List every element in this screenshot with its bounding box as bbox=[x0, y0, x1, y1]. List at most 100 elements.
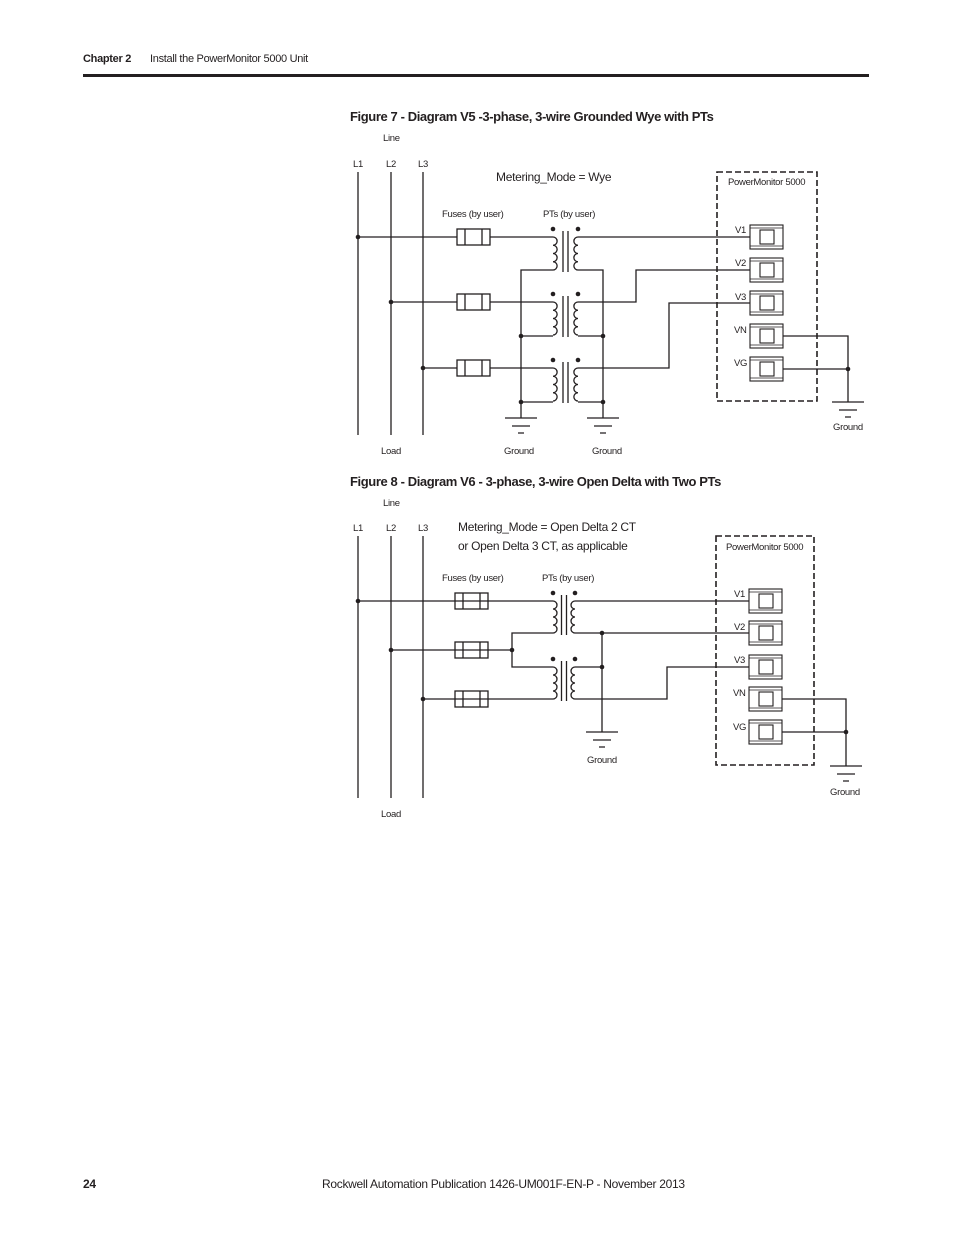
terminal-edge bbox=[749, 591, 782, 611]
ground-label: Ground bbox=[504, 446, 534, 457]
transformer-core bbox=[562, 362, 569, 403]
fuse-divider bbox=[464, 229, 483, 245]
terminal-edge bbox=[750, 326, 783, 346]
wire bbox=[358, 600, 553, 700]
terminal-label: V3 bbox=[735, 292, 746, 303]
ground-label: Ground bbox=[833, 422, 863, 433]
junction-dot bbox=[845, 366, 851, 372]
junction-dot bbox=[600, 399, 606, 405]
junction-dot bbox=[575, 226, 581, 232]
fuse-divider bbox=[464, 294, 483, 310]
terminal-label: VN bbox=[733, 688, 746, 699]
publication-info: Rockwell Automation Publication 1426-UM0… bbox=[322, 1177, 685, 1191]
pts-label: PTs (by user) bbox=[542, 573, 594, 584]
junction-dot bbox=[843, 729, 849, 735]
terminal-screw bbox=[758, 691, 774, 707]
junction-dot bbox=[420, 365, 426, 371]
ground-symbol-icon bbox=[832, 401, 864, 418]
junction-dot bbox=[550, 291, 556, 297]
terminal-edge bbox=[750, 227, 783, 247]
transformer-core bbox=[562, 231, 569, 272]
terminal-label: V3 bbox=[734, 655, 745, 666]
phase-label: L3 bbox=[418, 159, 428, 170]
transformer-core bbox=[560, 661, 568, 701]
pts-label: PTs (by user) bbox=[543, 209, 595, 220]
terminal-screw bbox=[759, 262, 775, 278]
ground-symbol-icon bbox=[830, 765, 862, 782]
chapter-title: Install the PowerMonitor 5000 Unit bbox=[150, 53, 308, 65]
device-label: PowerMonitor 5000 bbox=[728, 177, 805, 188]
ground-symbol-icon bbox=[505, 417, 537, 434]
transformer-core bbox=[560, 595, 568, 635]
secondary-coil bbox=[573, 236, 579, 271]
ground-label: Ground bbox=[592, 446, 622, 457]
wire bbox=[511, 632, 553, 668]
primary-coil bbox=[552, 367, 558, 402]
secondary-coil bbox=[570, 600, 576, 634]
line-label: Line bbox=[383, 133, 400, 144]
junction-dot bbox=[600, 333, 606, 339]
metering-mode-label: Metering_Mode = Wye bbox=[496, 170, 612, 184]
junction-dot bbox=[388, 299, 394, 305]
junction-dot bbox=[550, 656, 556, 662]
terminal-label: V1 bbox=[734, 589, 745, 600]
secondary-coil bbox=[573, 301, 579, 336]
junction-dot bbox=[518, 333, 524, 339]
phase-label: L3 bbox=[418, 523, 428, 534]
terminal-edge bbox=[749, 657, 782, 677]
fuses-label: Fuses (by user) bbox=[442, 209, 504, 220]
junction-dot bbox=[518, 399, 524, 405]
figure-7-title: Figure 7 - Diagram V5 -3-phase, 3-wire G… bbox=[350, 109, 714, 124]
figure-7-diagram: Line L1 L2 L3 Metering_Mode = Wye Fuses … bbox=[353, 133, 864, 457]
terminal-label: VN bbox=[734, 325, 747, 336]
junction-dot bbox=[599, 664, 605, 670]
terminal-edge bbox=[749, 689, 782, 709]
page-number: 24 bbox=[83, 1177, 96, 1191]
secondary-coil bbox=[573, 367, 579, 402]
junction-dot bbox=[575, 291, 581, 297]
terminal bbox=[749, 290, 784, 316]
fuse bbox=[456, 359, 491, 377]
terminal-label: VG bbox=[734, 358, 747, 369]
phase-label: L2 bbox=[386, 159, 396, 170]
terminal-screw bbox=[759, 295, 775, 311]
phase-label: L2 bbox=[386, 523, 396, 534]
wire bbox=[578, 269, 750, 303]
terminal-edge bbox=[749, 722, 782, 742]
wire bbox=[578, 302, 750, 369]
metering-mode-label: Metering_Mode = Open Delta 2 CT bbox=[458, 520, 637, 534]
junction-dot bbox=[599, 630, 605, 636]
terminal-edge bbox=[749, 623, 782, 643]
junction-dot bbox=[509, 647, 515, 653]
junction-dot bbox=[355, 234, 361, 240]
ground-symbol-icon bbox=[587, 417, 619, 434]
phase-label: L1 bbox=[353, 159, 363, 170]
fuse-divider bbox=[464, 360, 483, 376]
terminal-screw bbox=[758, 659, 774, 675]
terminal-edge bbox=[750, 260, 783, 280]
terminal-edge bbox=[750, 359, 783, 379]
junction-dot bbox=[550, 226, 556, 232]
terminal-label: V1 bbox=[735, 225, 746, 236]
device-boundary bbox=[715, 535, 815, 766]
load-label: Load bbox=[381, 809, 401, 820]
terminal-label: VG bbox=[733, 722, 746, 733]
wire bbox=[783, 335, 849, 402]
secondary-coil bbox=[570, 666, 576, 700]
terminal bbox=[749, 257, 784, 283]
junction-dot bbox=[550, 357, 556, 363]
terminal-label: V2 bbox=[734, 622, 745, 633]
junction-dot bbox=[572, 590, 578, 596]
wire bbox=[575, 632, 749, 732]
transformer-core bbox=[562, 296, 569, 337]
ground-symbol-icon bbox=[586, 731, 618, 748]
terminal-screw bbox=[759, 229, 775, 245]
primary-coil bbox=[552, 301, 558, 336]
wire bbox=[578, 269, 604, 418]
device-label: PowerMonitor 5000 bbox=[726, 542, 803, 553]
figure-8-diagram: Line L1 L2 L3 Metering_Mode = Open Delta… bbox=[353, 498, 862, 820]
wire bbox=[782, 698, 847, 766]
primary-coil bbox=[552, 600, 558, 634]
chapter-label: Chapter 2 bbox=[83, 53, 132, 65]
terminal-screw bbox=[758, 593, 774, 609]
